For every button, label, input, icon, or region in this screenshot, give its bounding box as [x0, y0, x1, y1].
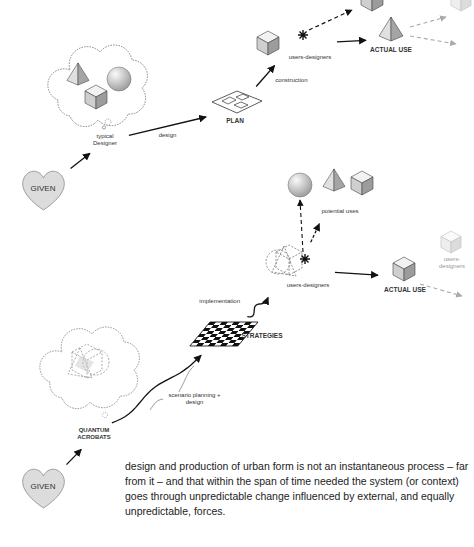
use-node: ACTUAL USE: [380, 254, 433, 300]
node-text: users-designers: [284, 282, 332, 289]
node-text: ACTUAL USE: [378, 286, 432, 293]
strategies-node: STRATEGIES: [168, 318, 285, 354]
given-heart: GIVEN: [18, 168, 69, 212]
faded-arrow: [420, 284, 462, 296]
faded-cube: [441, 231, 461, 253]
edge-label: scenario planning + design: [163, 392, 227, 406]
acrobats-label: QUANTUM ACROBATS: [72, 424, 117, 448]
body-text: design and production of urban form is n…: [125, 459, 472, 519]
node-text: users-designers: [432, 256, 472, 270]
faded-arrows: [410, 17, 456, 44]
edge-label: construction: [274, 77, 308, 84]
node-text: typical Designer: [84, 133, 126, 147]
node-text: PLAN: [208, 117, 262, 124]
dashed-arrow: [300, 200, 303, 252]
cube: [393, 257, 415, 281]
cut-cube: [361, 0, 383, 11]
faded-cube: [451, 0, 471, 11]
use-node: ACTUAL USE: [368, 14, 415, 64]
thought-cloud: [40, 327, 140, 418]
edge-label: design: [158, 132, 178, 139]
flow-arrow: [337, 40, 366, 42]
flow-arrow: [256, 66, 274, 87]
built-cube: [257, 31, 279, 55]
caption-wrap: design and production of urban form is n…: [125, 459, 472, 519]
flow-arrow: [247, 297, 268, 316]
users-node: users-designers: [262, 244, 333, 296]
node-text: potential uses: [310, 208, 370, 215]
potential-node: potential uses: [282, 164, 386, 222]
flow-arrow: [311, 224, 320, 242]
pyramid: [379, 17, 403, 41]
dashed-arrow: [309, 10, 352, 30]
node-text: STRATEGIES: [240, 332, 284, 339]
flow-arrow: [112, 355, 201, 423]
plan-node: PLAN: [208, 88, 263, 132]
ghost-shapes: [266, 245, 302, 276]
plan-sheet: [212, 91, 262, 113]
thought-cloud: [48, 45, 148, 129]
sphere: [288, 173, 312, 197]
node-text: users-designers: [286, 54, 334, 61]
designer-label: typical Designer: [84, 130, 127, 152]
users-star: [300, 254, 310, 264]
flow-arrow: [67, 449, 82, 464]
edge-label: implementation: [198, 298, 241, 305]
node-text: QUANTUM ACROBATS: [72, 427, 116, 441]
node-text: GIVEN: [18, 482, 68, 491]
given-heart: GIVEN: [18, 466, 69, 510]
faded-users-node: users-designers: [432, 228, 473, 276]
users-star: [298, 30, 308, 40]
node-text: GIVEN: [18, 184, 68, 193]
node-text: ACTUAL USE: [368, 46, 414, 53]
pyramid: [323, 169, 345, 191]
users-node: users-designers: [252, 24, 335, 64]
flow-arrow: [71, 153, 90, 168]
cube: [351, 171, 373, 195]
flow-arrow: [335, 272, 378, 275]
